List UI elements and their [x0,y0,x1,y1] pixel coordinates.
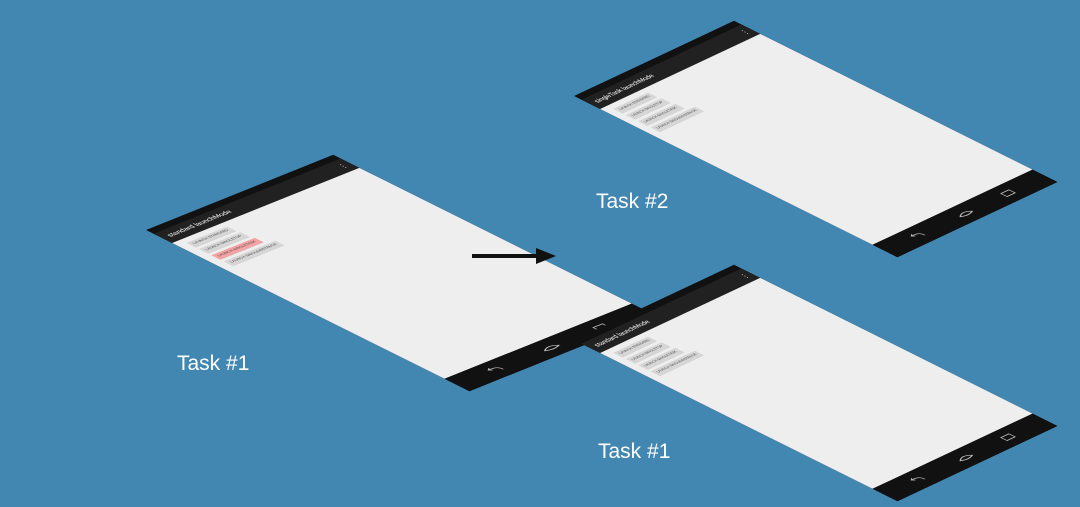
navigation-bar [872,169,1058,258]
phone-frame: singleTask launchMode ⋮ LAUNCH STANDARD … [574,20,1058,258]
task-label-left: Task #1 [177,352,250,375]
back-icon[interactable] [908,230,929,240]
task-label-top-right: Task #2 [596,190,669,213]
task-label-bottom-right: Task #1 [598,440,671,463]
home-icon[interactable] [953,207,978,219]
phone-task1-original: standard launchMode ⋮ LAUNCH STANDARD LA… [146,154,657,392]
phone-task2: singleTask launchMode ⋮ LAUNCH STANDARD … [574,20,1058,258]
home-icon[interactable] [953,451,978,463]
home-icon[interactable] [537,341,565,353]
recent-apps-icon[interactable] [998,432,1019,442]
recent-apps-icon[interactable] [998,188,1019,198]
back-icon[interactable] [484,364,507,374]
navigation-bar [872,413,1058,502]
phone-frame: standard launchMode ⋮ LAUNCH STANDARD LA… [574,264,1058,502]
back-icon[interactable] [908,474,929,484]
phone-task1-after: standard launchMode ⋮ LAUNCH STANDARD LA… [574,264,1058,502]
